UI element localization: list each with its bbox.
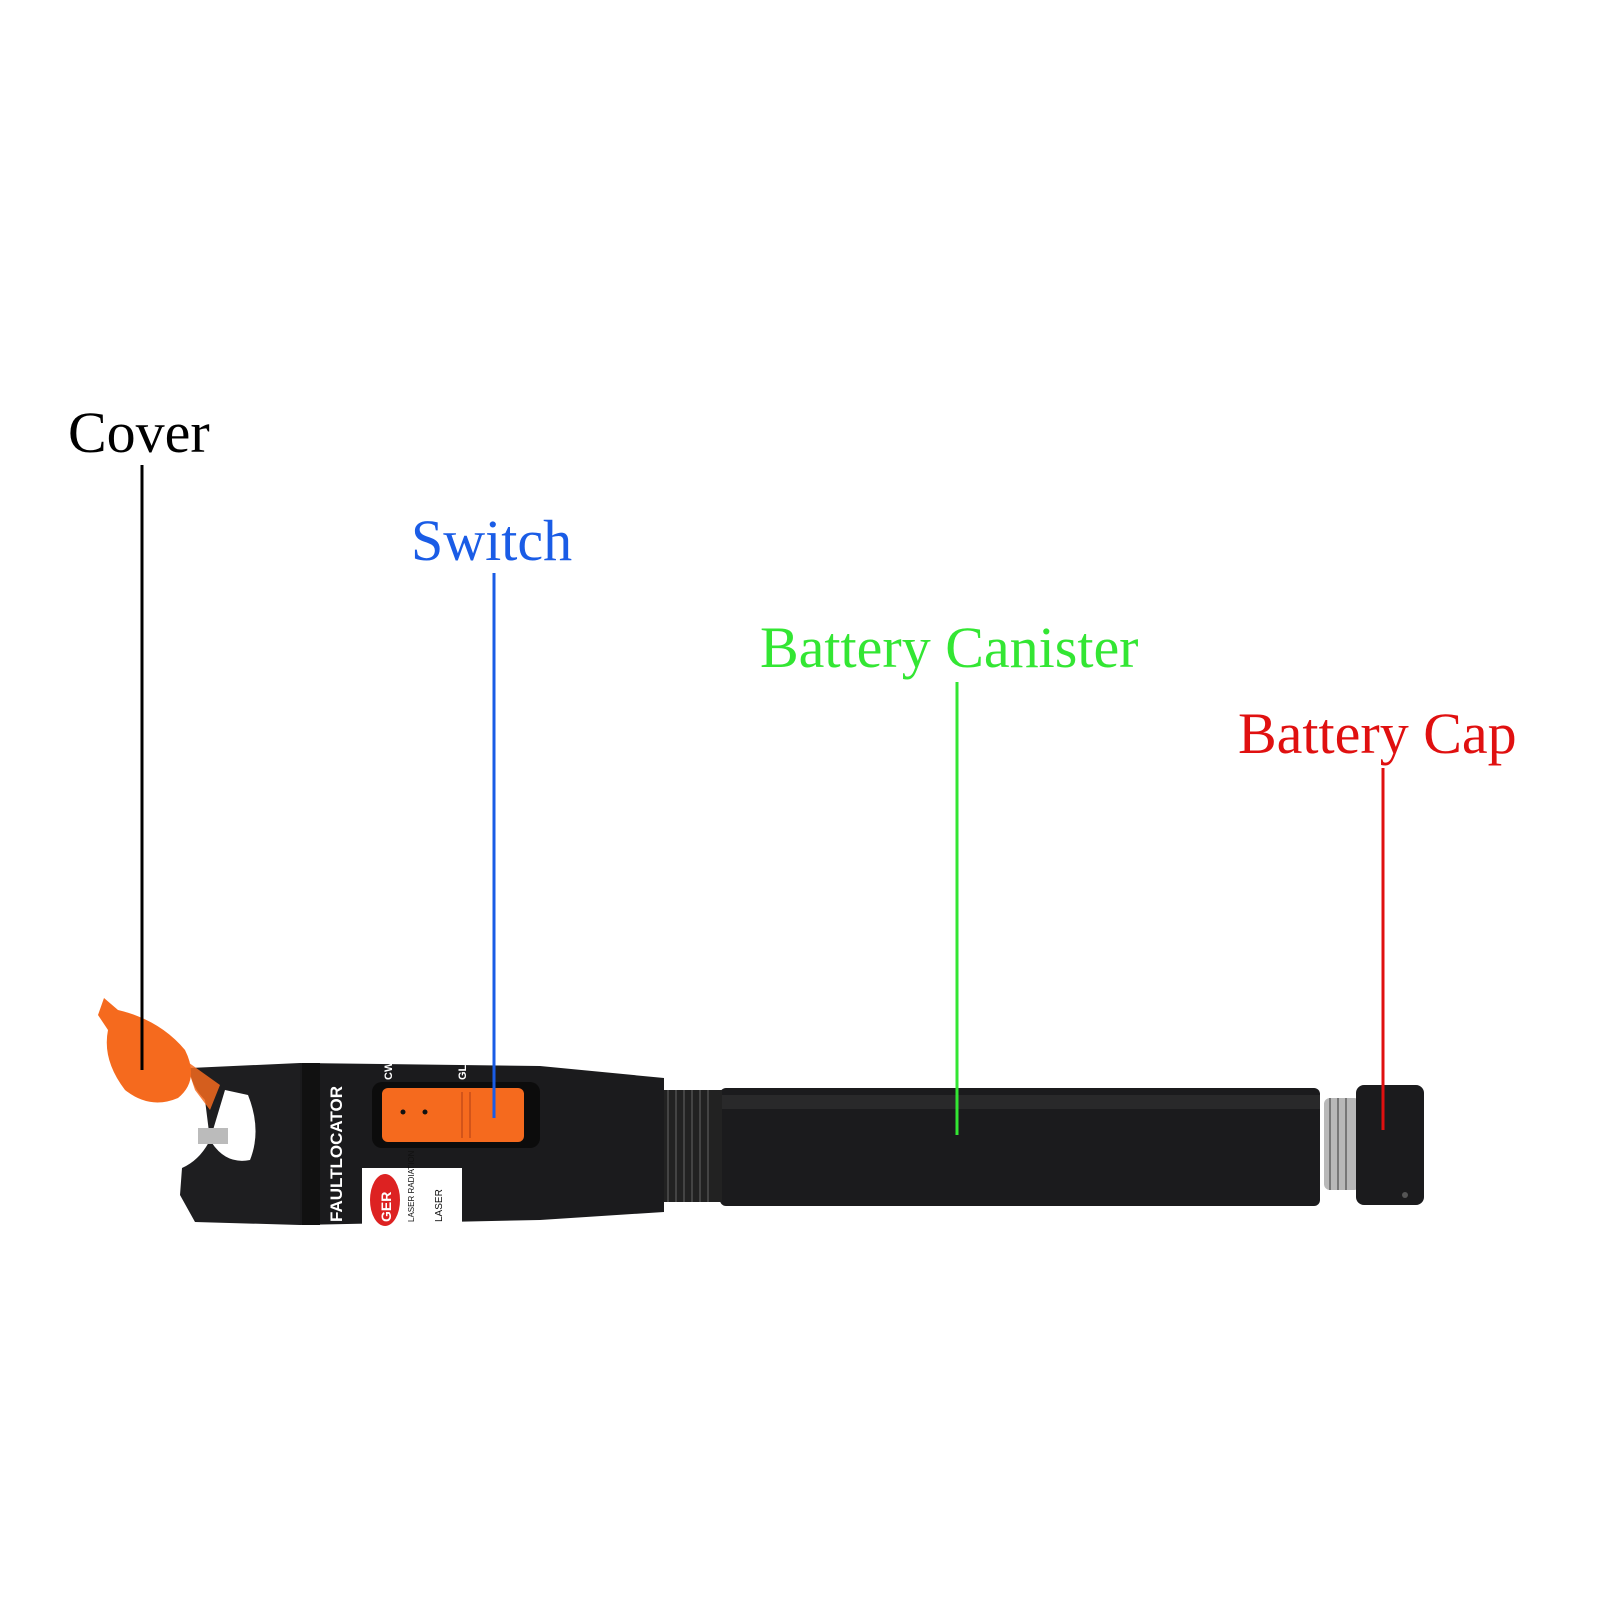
battery-cap-label: Battery Cap [1238,701,1517,766]
switch-slider[interactable] [382,1088,524,1142]
battery-canister [720,1088,1320,1206]
cover [98,998,192,1103]
warning-partial-text: GER [378,1192,394,1222]
battery-cap [1356,1085,1424,1205]
cap-thread [1324,1098,1360,1190]
mode-cw-text: CW [383,1061,395,1080]
brand-text: FAULTLOCATOR [327,1086,346,1222]
warning-line-text: LASER RADIATION [407,1150,416,1222]
battery-canister-label: Battery Canister [760,615,1139,680]
laser-line-text: LASER [434,1189,445,1222]
mode-gl-text: GL [457,1064,469,1080]
switch-label: Switch [411,508,573,573]
cover-label: Cover [68,400,210,465]
